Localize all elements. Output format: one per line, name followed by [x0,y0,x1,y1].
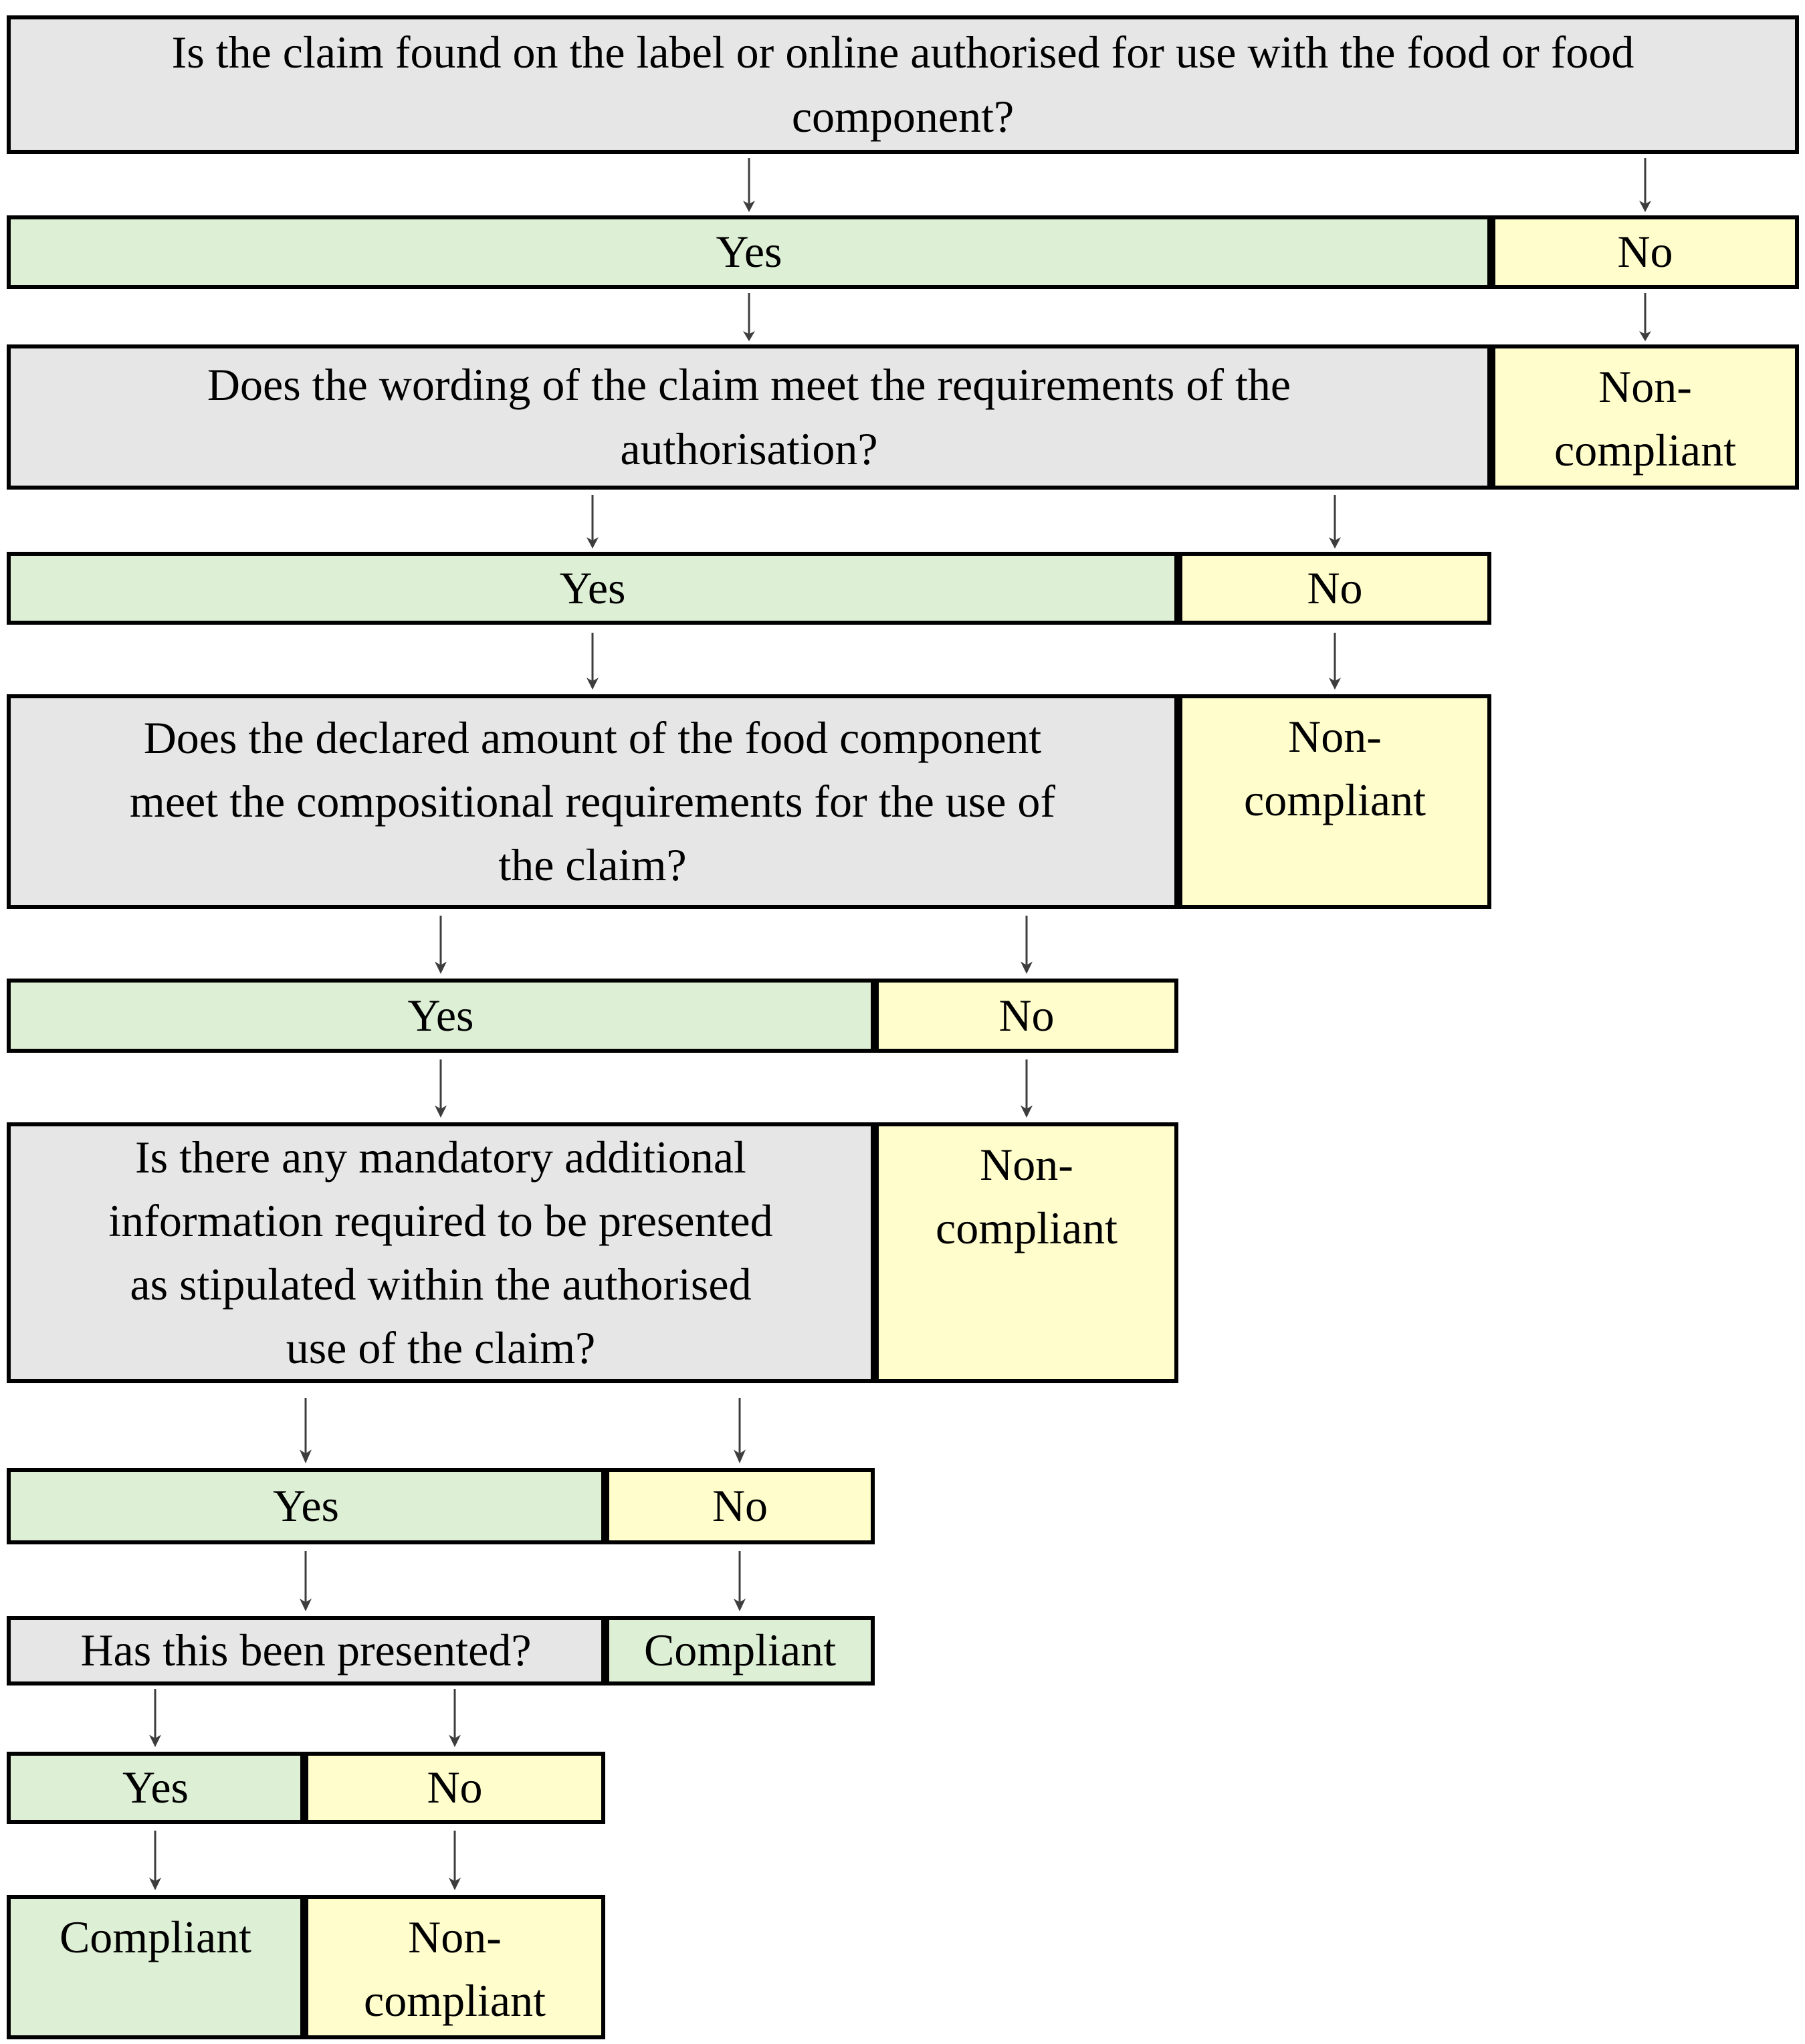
yes-box-1: Yes [7,215,1491,289]
down-arrow-icon [145,1831,165,1891]
down-arrow-icon [582,495,603,549]
no-box-2: No [1178,552,1491,625]
compliant-box-2: Compliant [7,1895,304,2039]
down-arrow-icon [1325,633,1345,690]
no-label: No [1307,562,1363,613]
flowchart-row: Does the wording of the claim meet the r… [7,344,1799,490]
question-text: Does the wording of the claim meet the r… [207,359,1291,474]
question-box-3: Does the declared amount of the food com… [7,694,1178,909]
down-arrow-icon [431,916,451,975]
non-compliant-box-3: Non- compliant [875,1122,1178,1383]
flowchart-row: Yes No [7,215,1799,289]
flowchart-row: Does the declared amount of the food com… [7,694,1491,909]
down-arrow-icon [1325,495,1345,549]
yes-box-3: Yes [7,979,875,1053]
question-box-1: Is the claim found on the label or onlin… [7,15,1799,154]
down-arrow-icon [445,1689,465,1748]
yes-box-5: Yes [7,1752,304,1824]
question-box-2: Does the wording of the claim meet the r… [7,344,1491,490]
no-box-4: No [605,1468,875,1544]
flowchart-row: Is there any mandatory additional inform… [7,1122,1178,1383]
yes-box-2: Yes [7,552,1178,625]
question-text: Is there any mandatory additional inform… [108,1131,773,1374]
question-box-4: Is there any mandatory additional inform… [7,1122,875,1383]
down-arrow-icon [445,1831,465,1891]
down-arrow-icon [730,1551,750,1612]
no-box-3: No [875,979,1178,1053]
question-text: Has this been presented? [80,1625,532,1676]
down-arrow-icon [431,1059,451,1118]
down-arrow-icon [296,1551,316,1612]
question-box-5: Has this been presented? [7,1616,605,1685]
yes-label: Yes [407,989,474,1041]
flowchart-row: Yes No [7,1468,875,1544]
question-text: Does the declared amount of the food com… [129,712,1056,891]
yes-label: Yes [273,1480,339,1532]
down-arrow-icon [1017,1059,1037,1118]
non-compliant-label: Non- compliant [364,1912,546,2027]
non-compliant-label: Non- compliant [1554,361,1736,476]
down-arrow-icon [1635,158,1655,213]
no-label: No [1617,226,1673,278]
no-label: No [427,1762,483,1813]
non-compliant-label: Non- compliant [1244,711,1426,826]
down-arrow-icon [739,293,759,342]
non-compliant-box-4: Non- compliant [304,1895,605,2039]
question-text: Is the claim found on the label or onlin… [171,27,1634,142]
flowchart-row: Has this been presented? Compliant [7,1616,875,1685]
down-arrow-icon [296,1398,316,1464]
non-compliant-label: Non- compliant [936,1139,1118,1254]
yes-box-4: Yes [7,1468,605,1544]
down-arrow-icon [730,1398,750,1464]
compliant-box-1: Compliant [605,1616,875,1685]
compliant-label: Compliant [643,1625,837,1676]
non-compliant-box-2: Non- compliant [1178,694,1491,909]
yes-label: Yes [122,1762,189,1813]
non-compliant-box-1: Non- compliant [1491,344,1799,490]
no-box-5: No [304,1752,605,1824]
yes-label: Yes [559,562,626,613]
down-arrow-icon [1635,293,1655,342]
no-label: No [998,989,1055,1041]
flowchart-row: Is the claim found on the label or onlin… [7,15,1799,154]
yes-label: Yes [716,226,782,278]
no-label: No [712,1480,768,1532]
flowchart-row: Yes No [7,552,1491,625]
no-box-1: No [1491,215,1799,289]
flowchart-row: Yes No [7,1752,605,1824]
down-arrow-icon [582,633,603,690]
flowchart-row: Compliant Non- compliant [7,1895,605,2039]
flowchart-row: Yes No [7,979,1178,1053]
down-arrow-icon [145,1689,165,1748]
down-arrow-icon [739,158,759,213]
down-arrow-icon [1017,916,1037,975]
compliant-label: Compliant [59,1912,252,1962]
